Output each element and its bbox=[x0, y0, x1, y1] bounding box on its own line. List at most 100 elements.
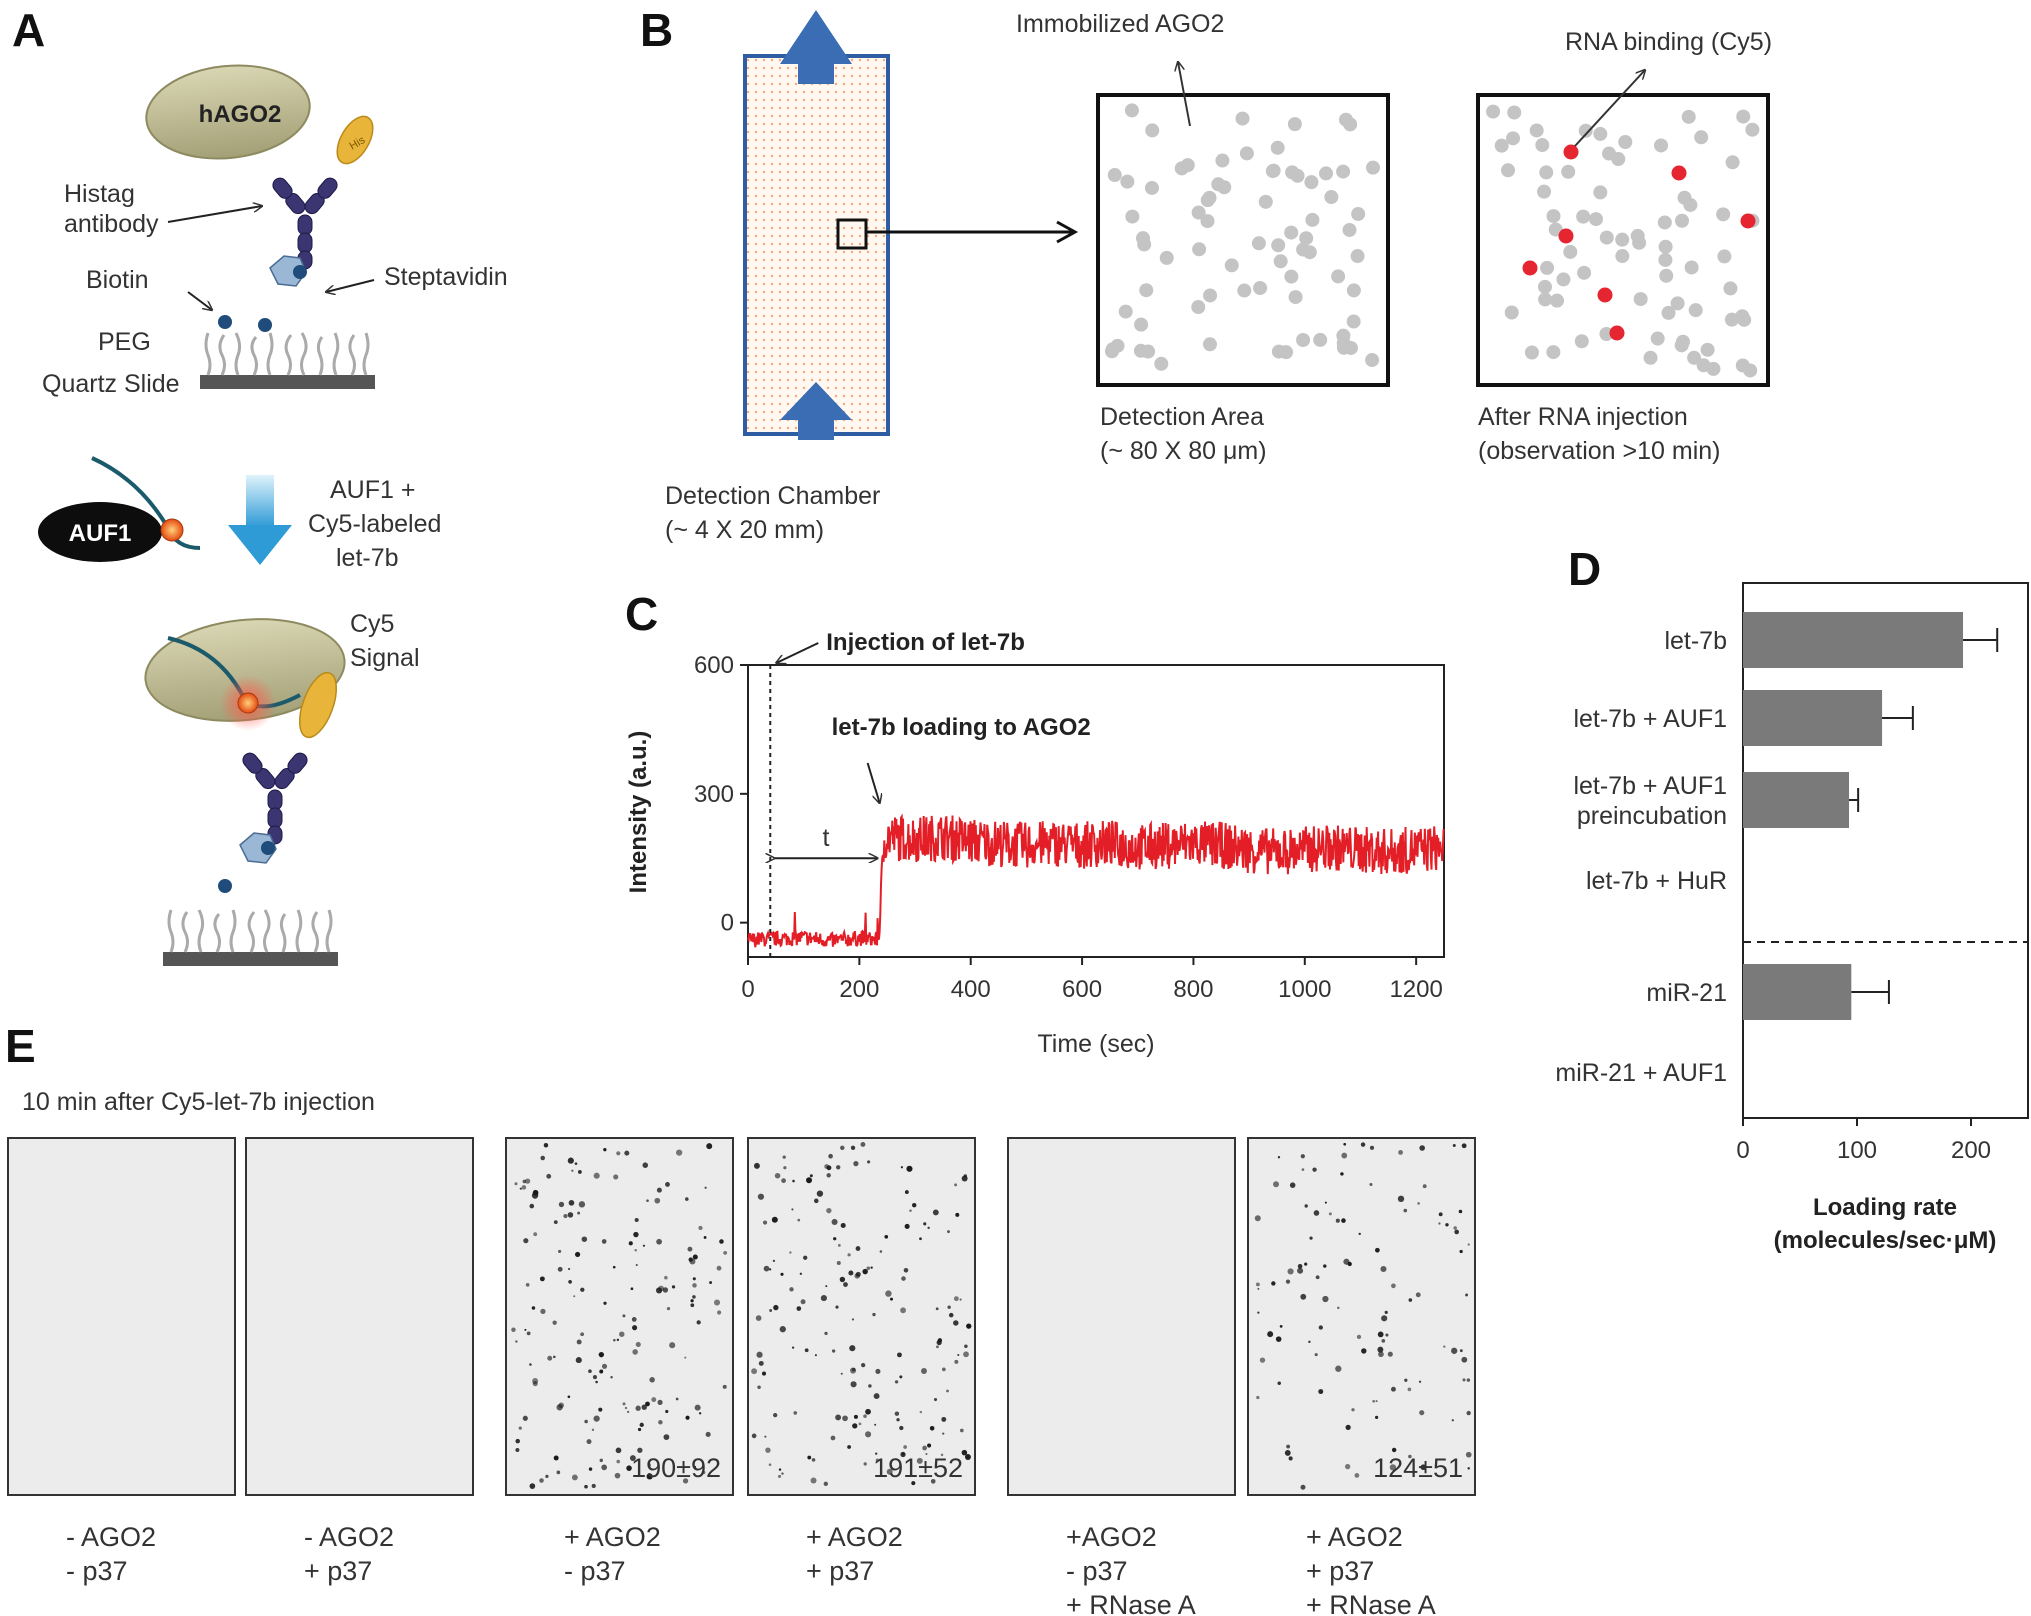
c-ytick: 0 bbox=[721, 910, 734, 937]
ago2-dot bbox=[1506, 131, 1521, 146]
ago2-dot bbox=[1336, 328, 1351, 343]
ago2-dot bbox=[1529, 123, 1544, 138]
c-xtick: 1000 bbox=[1278, 976, 1331, 1003]
biotin-dot-surface bbox=[218, 315, 232, 329]
ago2-dot bbox=[1134, 317, 1149, 332]
ago2-dot bbox=[1681, 109, 1696, 124]
ago2-dot bbox=[1202, 337, 1217, 352]
ago2-dot bbox=[1302, 245, 1317, 260]
bound-rna-dot bbox=[1740, 213, 1756, 229]
ago2-dot bbox=[1706, 361, 1721, 376]
condition-label: + p37 bbox=[806, 1556, 874, 1586]
ago2-dot bbox=[1271, 238, 1286, 253]
ago2-dot bbox=[1237, 283, 1252, 298]
chart-c-xlabel: Time (sec) bbox=[1037, 1030, 1154, 1058]
c-xtick: 800 bbox=[1173, 976, 1213, 1003]
d-category-label: let-7b + AUF1 bbox=[1573, 772, 1727, 800]
ago2-dot bbox=[1118, 304, 1133, 319]
ago2-dot bbox=[1687, 350, 1702, 365]
cy5-line-2: Signal bbox=[350, 644, 420, 672]
ago2-dot bbox=[1191, 205, 1206, 220]
ago2-dot bbox=[1694, 130, 1709, 145]
injection-annotation: Injection of let-7b bbox=[826, 629, 1025, 656]
d-bar bbox=[1743, 772, 1850, 828]
ago2-dot bbox=[1224, 258, 1239, 273]
micrograph bbox=[245, 1137, 474, 1496]
ago2-dot bbox=[1253, 280, 1268, 295]
d-category-label: preincubation bbox=[1577, 802, 1727, 830]
ago2-dot bbox=[1593, 185, 1608, 200]
ago2-dot bbox=[1546, 209, 1561, 224]
cy5-line-1: Cy5 bbox=[350, 610, 394, 638]
ago2-dot bbox=[1159, 250, 1174, 265]
peg-surface-icon-2 bbox=[161, 908, 340, 968]
antibody-label: antibody bbox=[64, 210, 159, 238]
ago2-dot bbox=[1284, 225, 1299, 240]
panel-letter-d: D bbox=[1568, 543, 1601, 595]
ago2-dot bbox=[1501, 163, 1516, 178]
ago2-dot bbox=[1331, 269, 1346, 284]
ago2-dot bbox=[1270, 140, 1285, 155]
ago2-dot bbox=[1599, 230, 1614, 245]
loading-annotation: let-7b loading to AGO2 bbox=[832, 714, 1091, 741]
down-arrow-shaft bbox=[246, 475, 274, 527]
ago2-dot bbox=[1561, 164, 1576, 179]
cy5-dye bbox=[160, 518, 184, 542]
micrograph bbox=[1007, 1137, 1236, 1496]
ago2-dot bbox=[1618, 135, 1633, 150]
immobilized-label: Immobilized AGO2 bbox=[1016, 10, 1224, 38]
ago2-dot bbox=[1133, 343, 1148, 358]
spot-count: 191±52 bbox=[873, 1453, 963, 1483]
ago2-dot bbox=[1287, 117, 1302, 132]
d-category-label: miR-21 bbox=[1646, 979, 1727, 1007]
c-xtick: 200 bbox=[839, 976, 879, 1003]
auf1-label: AUF1 bbox=[69, 520, 132, 547]
ago2-dot bbox=[1144, 180, 1159, 195]
chamber-line-1: Detection Chamber bbox=[665, 482, 880, 510]
hago2-protein bbox=[145, 64, 311, 160]
ago2-dot bbox=[1574, 334, 1589, 349]
panel-letter-a: A bbox=[12, 4, 45, 56]
ago2-dot bbox=[1593, 126, 1608, 141]
ago2-dot bbox=[1324, 190, 1339, 205]
ago2-dot bbox=[1602, 146, 1617, 161]
his-tag-loaded bbox=[298, 671, 338, 739]
ago2-dot bbox=[1615, 232, 1630, 247]
ago2-dot bbox=[1145, 123, 1160, 138]
d-category-label: miR-21 + AUF1 bbox=[1555, 1059, 1727, 1087]
ago2-dot bbox=[1174, 161, 1189, 176]
ago2-dot bbox=[1717, 249, 1732, 264]
ago2-dot bbox=[1346, 314, 1361, 329]
ago2-dot bbox=[1494, 138, 1509, 153]
ago2-dot bbox=[1724, 312, 1739, 327]
ago2-dot bbox=[1366, 160, 1381, 175]
ago2-dot bbox=[1658, 252, 1673, 267]
c-xtick: 600 bbox=[1062, 976, 1102, 1003]
ago2-dot bbox=[1351, 206, 1366, 221]
ago2-dot bbox=[1139, 283, 1154, 298]
c-xtick: 400 bbox=[951, 976, 991, 1003]
ago2-dot bbox=[1643, 350, 1658, 365]
condition-label: - AGO2 bbox=[304, 1522, 394, 1552]
bound-rna-dot bbox=[1558, 228, 1574, 244]
detection-chamber bbox=[743, 54, 890, 436]
ago2-dot bbox=[1537, 184, 1552, 199]
ago2-dot bbox=[1215, 153, 1230, 168]
condition-label: + AGO2 bbox=[1306, 1522, 1403, 1552]
ago2-dot bbox=[1486, 104, 1501, 119]
ago2-dot bbox=[1313, 332, 1328, 347]
area-line-1: Detection Area bbox=[1100, 403, 1264, 431]
peg-label: PEG bbox=[98, 328, 151, 356]
d-bar bbox=[1743, 612, 1964, 668]
biotin-label: Biotin bbox=[86, 266, 149, 294]
spot-count: 190±92 bbox=[631, 1453, 721, 1483]
chart-d-frame bbox=[1742, 582, 2029, 1119]
ago2-dot bbox=[1578, 123, 1593, 138]
after-line-1: After RNA injection bbox=[1478, 403, 1688, 431]
ago2-dot bbox=[1273, 254, 1288, 269]
ago2-dot bbox=[1120, 174, 1135, 189]
ago2-dot bbox=[1657, 215, 1672, 230]
panel-e: E 10 min after Cy5-let-7b injection - AG… bbox=[5, 1020, 1476, 1616]
